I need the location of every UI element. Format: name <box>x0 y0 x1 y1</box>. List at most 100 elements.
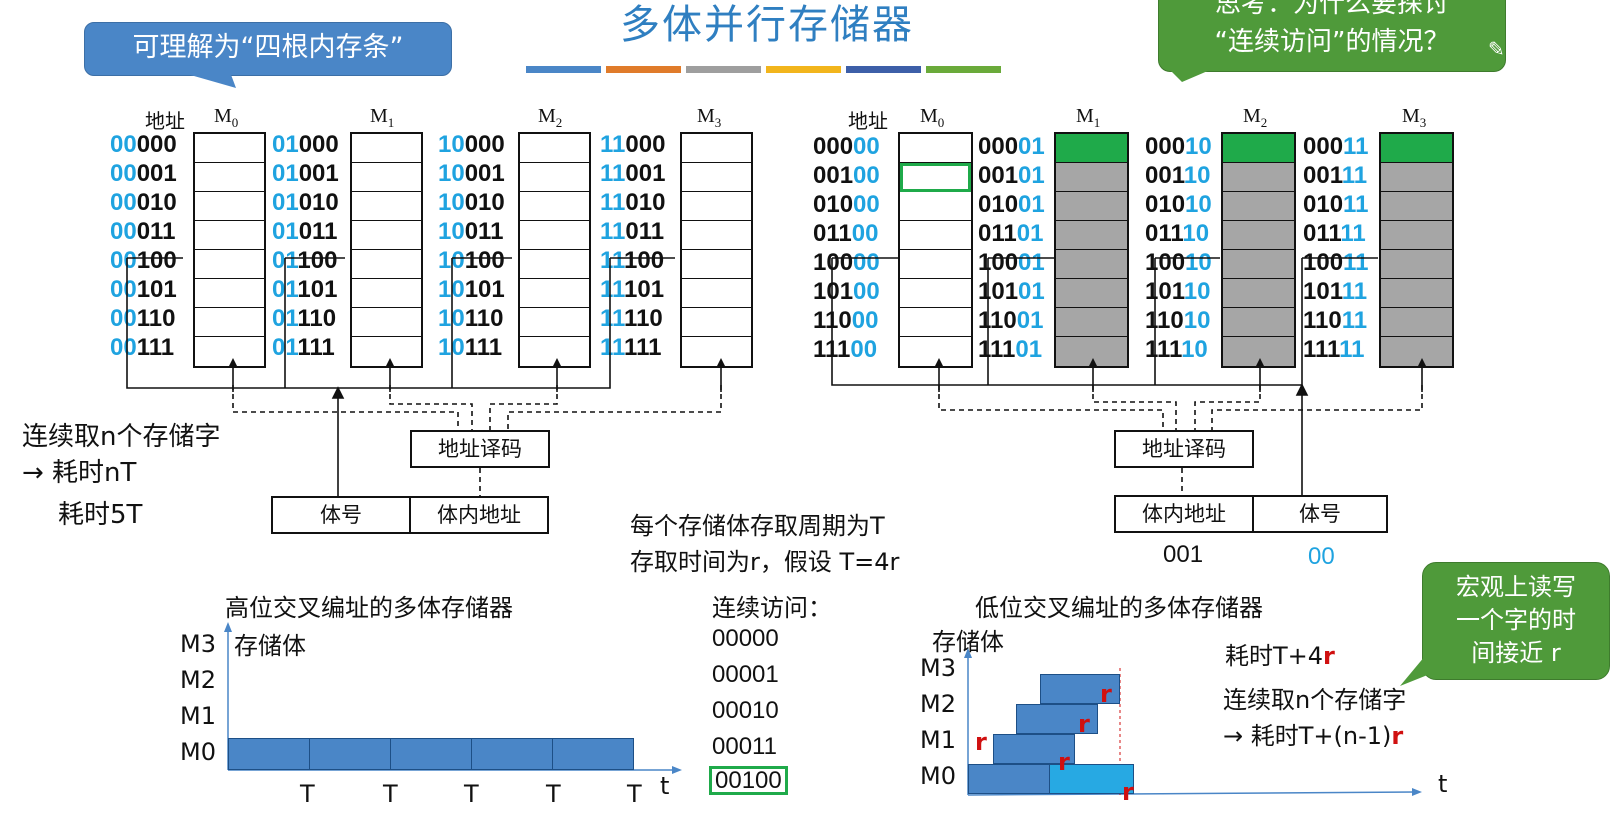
address-suffix: 10 <box>1185 191 1212 218</box>
bank-subscript: 0 <box>231 115 239 130</box>
low-interleave-title: 低位交叉编址的多体存储器 <box>975 594 1263 622</box>
address-label: 00100 <box>110 246 177 275</box>
address-label: 01101 <box>978 219 1045 248</box>
address-prefix: 010 <box>978 191 1019 218</box>
address-prefix: 00 <box>110 334 137 361</box>
right-bank-header-3: M3 <box>1402 105 1426 131</box>
address-suffix: 00 <box>853 162 880 189</box>
memory-cell <box>1381 192 1452 221</box>
address-suffix: 101 <box>464 276 505 303</box>
address-suffix: 111 <box>136 334 175 361</box>
address-label: 10101 <box>978 277 1045 306</box>
address-prefix: 111 <box>1145 336 1182 363</box>
left-note-line2: → 耗时nT <box>22 458 137 488</box>
address-prefix: 11 <box>600 189 626 216</box>
address-label: 11111 <box>600 333 665 362</box>
low-total-time: 耗时T+4r <box>1225 636 1335 671</box>
address-label: 10011 <box>438 217 505 246</box>
low-note-line2-prefix: → 耗时T+(n-1) <box>1223 722 1392 750</box>
address-suffix: 011 <box>625 218 665 245</box>
address-prefix: 000 <box>978 133 1019 160</box>
address-prefix: 000 <box>1145 133 1186 160</box>
address-suffix: 100 <box>464 247 505 274</box>
memory-cell <box>195 279 264 308</box>
address-suffix: 00 <box>853 249 880 276</box>
memory-cell <box>1223 221 1294 250</box>
bank-name: M <box>370 105 388 127</box>
memory-cell <box>682 279 751 308</box>
address-prefix: 10 <box>438 131 465 158</box>
high-interleave-title: 高位交叉编址的多体存储器 <box>225 594 513 622</box>
address-prefix: 001 <box>1303 162 1342 189</box>
address-label: 10000 <box>438 130 505 159</box>
bank-name: M <box>538 105 556 127</box>
address-label: 11101 <box>600 275 665 304</box>
low-access-m1 <box>993 734 1075 764</box>
address-prefix: 110 <box>1303 307 1342 334</box>
address-suffix: 01 <box>1018 249 1045 276</box>
right-field-bank-number: 体号 <box>1252 495 1388 533</box>
address-label: 11111 <box>1303 335 1368 364</box>
bank-subscript: 3 <box>1419 115 1427 130</box>
low-row-m2: M2 <box>920 690 956 718</box>
pencil-icon[interactable]: ✎ <box>1488 37 1505 61</box>
address-suffix: 100 <box>624 247 665 274</box>
memory-cell <box>1381 134 1452 163</box>
memory-cell <box>1381 337 1452 366</box>
memory-cell <box>352 250 421 279</box>
address-prefix: 00 <box>110 305 137 332</box>
address-prefix: 101 <box>978 278 1019 305</box>
address-prefix: 010 <box>1303 191 1344 218</box>
address-prefix: 010 <box>1145 191 1186 218</box>
bank-name: M <box>214 105 232 127</box>
low-r-label-1: r <box>975 728 987 756</box>
low-total-time-r: r <box>1323 642 1335 670</box>
address-suffix: 001 <box>298 160 339 187</box>
memory-cell <box>682 134 751 163</box>
accent-bar-2 <box>606 66 681 73</box>
address-prefix: 11 <box>600 160 626 187</box>
memory-cell <box>900 134 971 163</box>
address-suffix: 00 <box>851 307 879 334</box>
right-bank-header-2: M2 <box>1243 105 1267 131</box>
memory-cell <box>520 192 589 221</box>
address-prefix: 101 <box>1145 278 1184 305</box>
address-prefix: 111 <box>1303 336 1340 363</box>
address-suffix: 00 <box>853 278 880 305</box>
bank-name: M <box>920 105 938 127</box>
callout-tail-bottom <box>1400 650 1430 686</box>
high-tick-1: T <box>300 780 315 808</box>
address-suffix: 001 <box>464 160 505 187</box>
high-row-m0: M0 <box>180 738 216 766</box>
sequence-item-4: 00011 <box>712 733 777 760</box>
address-label: 10001 <box>438 159 505 188</box>
right-address-decoder: 地址译码 <box>1114 430 1254 468</box>
memory-cell <box>352 308 421 337</box>
sequence-item-2: 00001 <box>712 661 779 688</box>
memory-cell <box>1056 279 1127 308</box>
address-suffix: 10 <box>1183 162 1211 189</box>
address-suffix: 110 <box>464 305 504 332</box>
address-label: 00011 <box>110 217 177 246</box>
address-suffix: 11 <box>1340 220 1366 247</box>
memory-cell <box>682 221 751 250</box>
address-prefix: 111 <box>978 336 1016 363</box>
memory-cell <box>352 163 421 192</box>
low-note-line2: → 耗时T+(n-1)r <box>1223 716 1403 751</box>
right-inner-address-value: 001 <box>1163 541 1204 568</box>
left-bank-header-0: M0 <box>214 105 238 131</box>
address-label: 10001 <box>978 248 1045 277</box>
low-r-label-4: r <box>1100 680 1112 708</box>
low-note-line2-r: r <box>1391 722 1404 750</box>
address-label: 01000 <box>813 190 880 219</box>
memory-cell <box>1381 221 1452 250</box>
high-axis-label: 存储体 <box>234 632 306 660</box>
low-r-label-5: r <box>1122 778 1134 806</box>
low-access-m0 <box>968 764 1050 794</box>
memory-cell <box>1223 163 1294 192</box>
sequence-item-1: 00000 <box>712 625 779 652</box>
accent-bar-4 <box>766 66 841 73</box>
address-label: 11001 <box>978 306 1045 335</box>
